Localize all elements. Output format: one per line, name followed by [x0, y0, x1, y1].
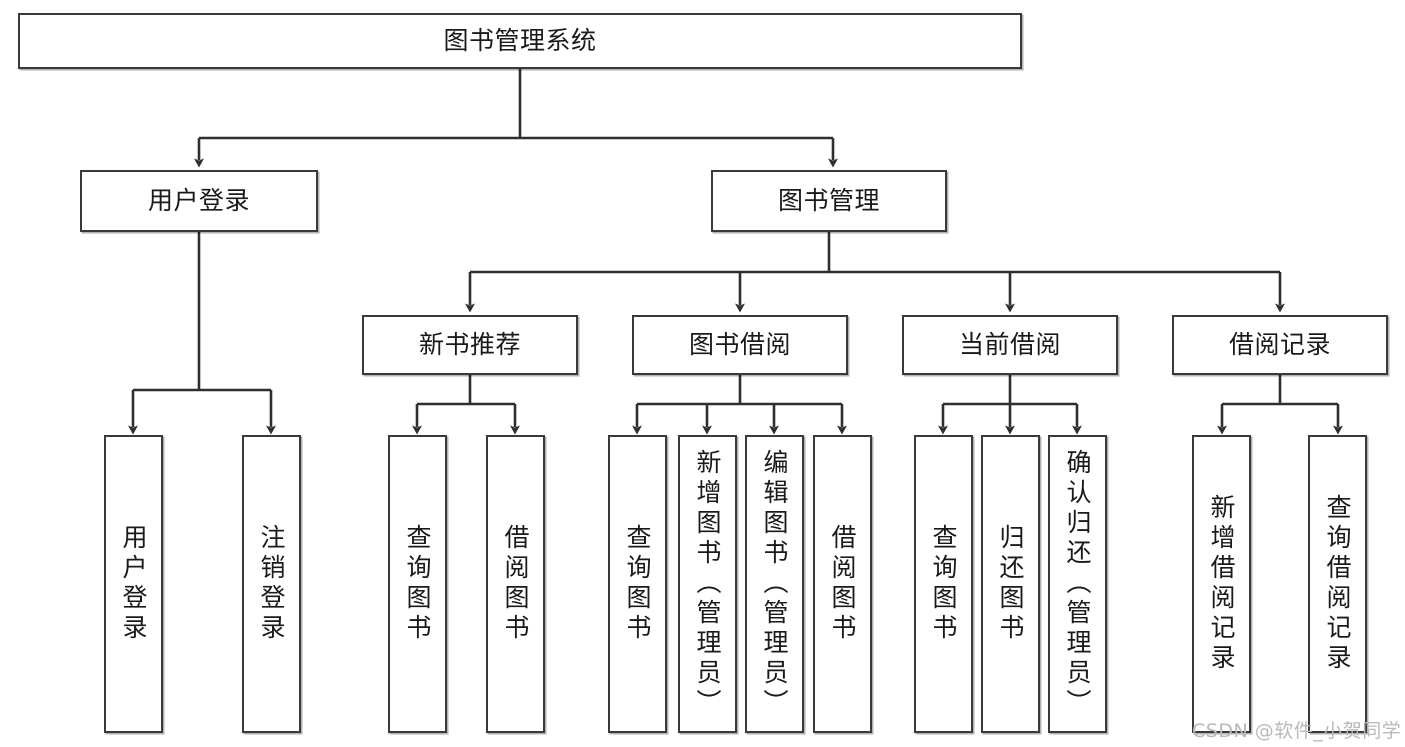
node-label: 新书推荐	[418, 330, 521, 360]
node-label: 新增图书（管理员）	[693, 449, 722, 719]
node-label: 图书管理	[777, 186, 880, 216]
leaf-user-login-logout[interactable]: 注销登录	[242, 435, 301, 733]
node-book-management[interactable]: 图书管理	[711, 170, 947, 232]
leaf-user-login-login[interactable]: 用户登录	[104, 435, 163, 733]
node-book-borrow[interactable]: 图书借阅	[632, 315, 848, 375]
leaf-recommend-borrow-book[interactable]: 借阅图书	[486, 435, 545, 733]
leaf-recommend-query-book[interactable]: 查询图书	[388, 435, 447, 733]
leaf-current-return-book[interactable]: 归还图书	[981, 435, 1040, 733]
leaf-current-query-book[interactable]: 查询图书	[914, 435, 973, 733]
leaf-borrow-query-book[interactable]: 查询图书	[608, 435, 667, 733]
leaf-current-confirm-return-admin[interactable]: 确认归还（管理员）	[1048, 435, 1107, 733]
node-label: 借阅图书	[828, 524, 857, 644]
node-label: 用户登录	[119, 524, 148, 644]
leaf-record-query-record[interactable]: 查询借阅记录	[1308, 435, 1367, 733]
node-label: 查询借阅记录	[1323, 494, 1352, 674]
node-label: 查询图书	[623, 524, 652, 644]
node-borrow-record[interactable]: 借阅记录	[1172, 315, 1388, 375]
node-label: 新增借阅记录	[1207, 494, 1236, 674]
node-label: 编辑图书（管理员）	[760, 449, 789, 719]
node-user-login[interactable]: 用户登录	[80, 170, 318, 232]
node-label: 确认归还（管理员）	[1063, 449, 1092, 719]
csdn-watermark: CSDN @软件_小贺同学	[1192, 720, 1402, 742]
node-label: 用户登录	[147, 186, 250, 216]
node-label: 查询图书	[929, 524, 958, 644]
node-label: 借阅图书	[501, 524, 530, 644]
node-current-borrow[interactable]: 当前借阅	[902, 315, 1118, 375]
node-new-book-recommend[interactable]: 新书推荐	[362, 315, 578, 375]
node-label: 当前借阅	[958, 330, 1061, 360]
node-label: 图书管理系统	[443, 26, 597, 56]
leaf-borrow-add-book-admin[interactable]: 新增图书（管理员）	[678, 435, 737, 733]
leaf-borrow-edit-book-admin[interactable]: 编辑图书（管理员）	[745, 435, 804, 733]
node-label: 归还图书	[996, 524, 1025, 644]
node-label: 查询图书	[403, 524, 432, 644]
node-label: 图书借阅	[688, 330, 791, 360]
node-label: 注销登录	[257, 524, 286, 644]
leaf-record-add-record[interactable]: 新增借阅记录	[1192, 435, 1251, 733]
node-root-book-management-system[interactable]: 图书管理系统	[18, 13, 1022, 69]
leaf-borrow-borrow-book[interactable]: 借阅图书	[813, 435, 872, 733]
node-label: 借阅记录	[1228, 330, 1331, 360]
